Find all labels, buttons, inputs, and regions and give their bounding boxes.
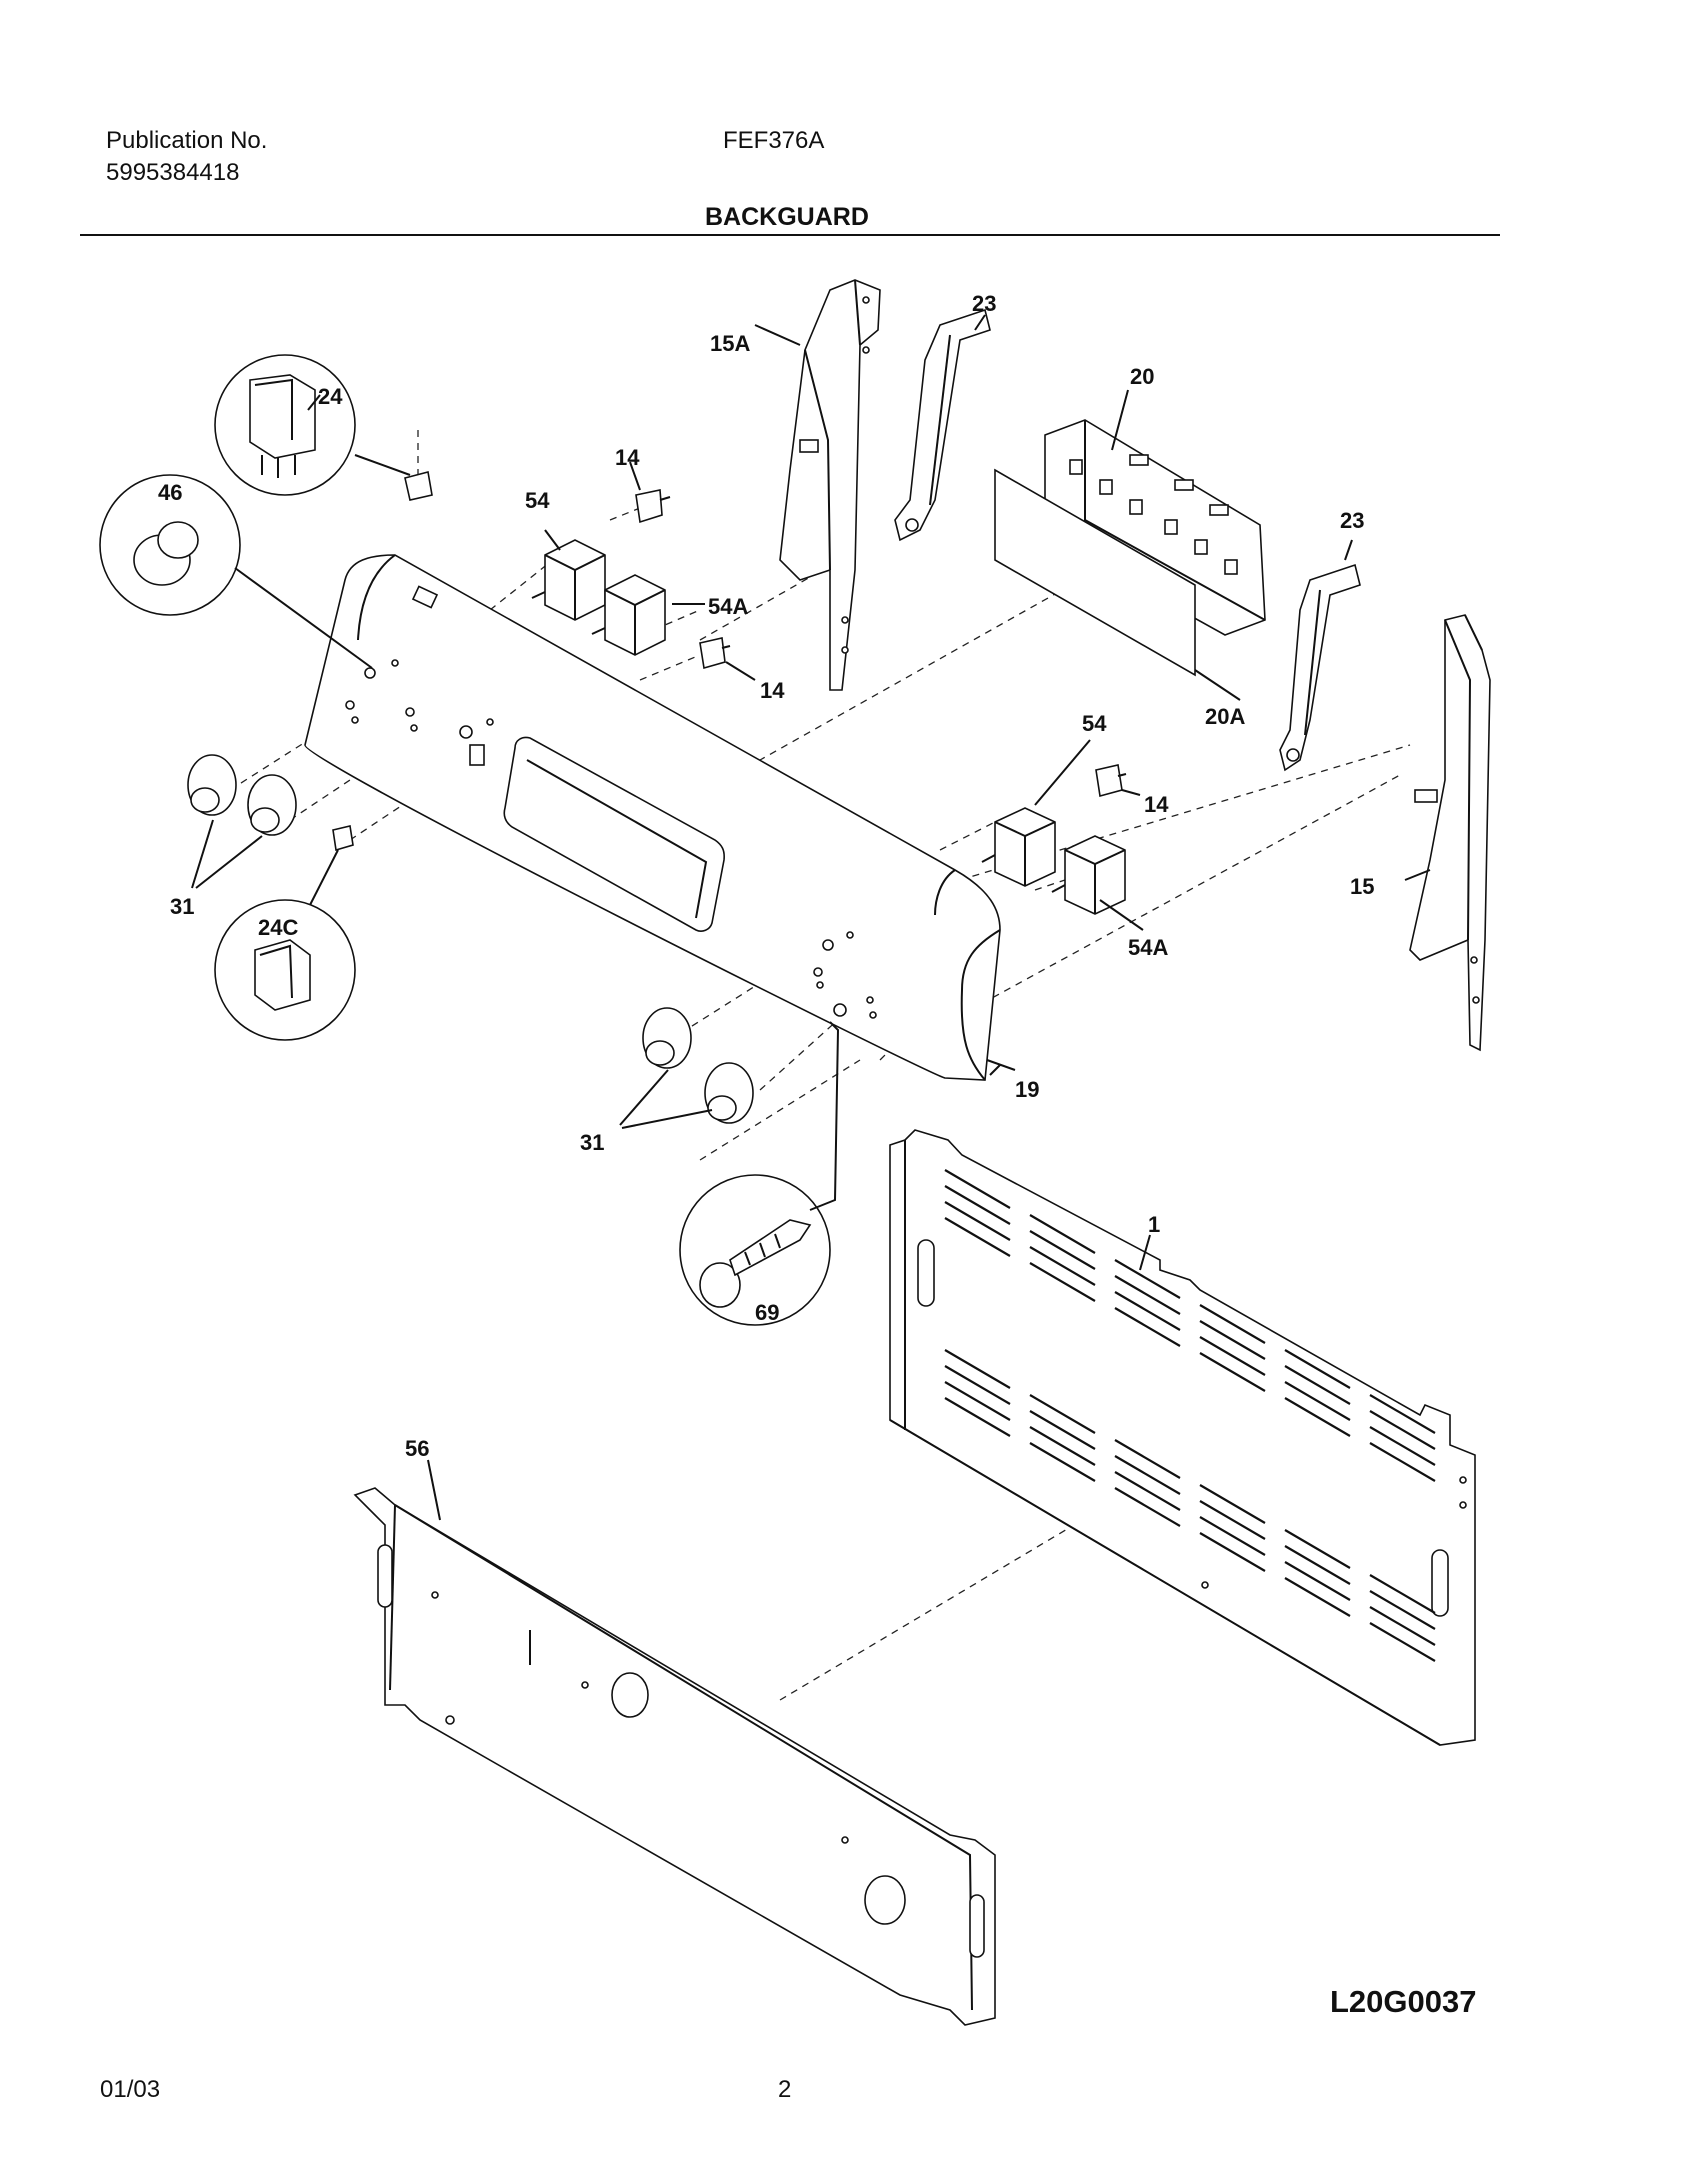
detail-circle-24c [214, 825, 356, 1041]
label-54a-left: 54A [708, 594, 748, 619]
bracket-upper [894, 308, 991, 542]
label-14-right: 14 [1144, 792, 1169, 817]
label-24c: 24C [258, 915, 298, 940]
left-side-trim [779, 279, 881, 691]
knob-lower-b [704, 1062, 754, 1124]
switch-upper [635, 489, 671, 524]
label-1: 1 [1148, 1212, 1160, 1237]
label-54-left: 54 [525, 488, 550, 513]
label-23-lower: 23 [1340, 508, 1364, 533]
label-14-upper: 14 [615, 445, 640, 470]
publication-number: 5995384418 [106, 159, 240, 186]
detail-circle-24 [214, 354, 433, 501]
label-14-middle: 14 [760, 678, 785, 703]
label-54a-right: 54A [1128, 935, 1168, 960]
bracket-lower [1279, 563, 1361, 772]
label-15: 15 [1350, 874, 1374, 899]
infinite-switch-54-right [981, 807, 1056, 887]
label-46: 46 [158, 480, 182, 505]
control-overlay [994, 468, 1196, 677]
infinite-switch-54a-right [1051, 835, 1126, 915]
right-side-trim [1409, 614, 1491, 1052]
infinite-switch-54-left [531, 539, 606, 621]
label-69: 69 [755, 1300, 779, 1325]
model-number: FEF376A [723, 127, 825, 154]
switch-right [1095, 764, 1127, 798]
section-title: BACKGUARD [705, 203, 869, 231]
backguard-console [304, 554, 1001, 1081]
detail-circle-69 [679, 1021, 840, 1326]
label-31-left: 31 [170, 894, 194, 919]
knob-upper-left-b [247, 774, 297, 836]
lower-rear-bracket [353, 1487, 996, 2026]
drawing-code: L20G0037 [1330, 1984, 1477, 2019]
label-15a: 15A [710, 331, 750, 356]
label-54-right: 54 [1082, 711, 1107, 736]
switch-middle [699, 637, 731, 670]
part-number-labels: 15A 23 20 23 20A 15 24 46 14 54 54A 14 5… [158, 291, 1477, 2019]
label-56: 56 [405, 1436, 429, 1461]
rear-panel-vents [944, 1169, 1436, 1662]
detail-circle-46 [99, 474, 373, 669]
footer-date: 01/03 [100, 2076, 161, 2103]
knob-lower-a [642, 1007, 692, 1069]
label-31-lower: 31 [580, 1130, 604, 1155]
label-20a: 20A [1205, 704, 1245, 729]
knob-upper-left-a [187, 754, 237, 816]
label-23-upper: 23 [972, 291, 996, 316]
label-20: 20 [1130, 364, 1154, 389]
label-19: 19 [1015, 1077, 1039, 1102]
rear-panel [889, 1129, 1476, 1746]
label-24: 24 [318, 384, 343, 409]
publication-label: Publication No. [106, 127, 268, 154]
footer-page-number: 2 [778, 2076, 792, 2103]
infinite-switch-54a-left [591, 574, 666, 656]
header-rule [80, 234, 1500, 236]
leader-lines [307, 314, 1431, 1521]
